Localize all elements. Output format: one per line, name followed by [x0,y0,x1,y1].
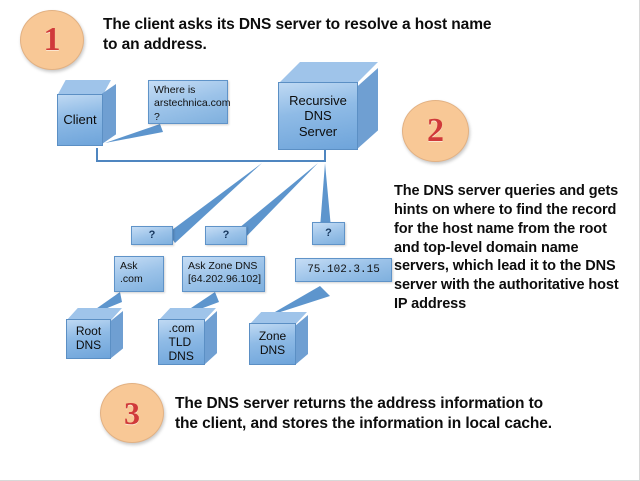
question-1-text: ? [148,229,156,242]
client-cube-side [102,84,116,144]
connector-client-to-recursive [96,148,326,162]
answer-zone-text: 75.102.3.15 [307,263,380,276]
recursive-dns-cube-side [356,68,378,150]
recursive-dns-cube: Recursive DNS Server [278,62,384,150]
question-bubble-2: ? [205,226,247,245]
tld-dns-label: .com TLD DNS [168,321,195,363]
step-2-circle: 2 [402,100,469,162]
step-3-circle: 3 [100,383,164,443]
tail-question-1 [168,163,262,243]
step-1-text: The client asks its DNS server to resolv… [103,16,492,54]
answer-bubble-root: Ask .com [114,256,164,292]
root-dns-cube: Root DNS [66,308,126,360]
tld-dns-cube-top [158,308,216,321]
root-dns-cube-top [66,308,122,321]
step-1-circle: 1 [20,10,84,70]
question-2-text: ? [222,229,230,242]
step-1-number: 1 [43,21,61,58]
zone-dns-cube-top [249,312,307,325]
client-cube-top [57,80,111,96]
answer-root-text: Ask .com [120,260,143,286]
step-3-text: The DNS server returns the address infor… [175,395,553,433]
tail-question-3 [320,163,331,228]
zone-dns-cube-front: Zone DNS [249,323,296,365]
answer-bubble-zone: 75.102.3.15 [295,258,392,282]
client-query-bubble: Where is arstechnica.com ? [148,80,231,124]
recursive-dns-cube-front: Recursive DNS Server [278,82,358,150]
root-dns-label: Root DNS [75,324,102,352]
recursive-dns-cube-top [278,62,378,84]
zone-dns-cube-side [295,315,308,365]
root-dns-cube-side [110,311,123,359]
client-query-text: Where is arstechnica.com ? [154,84,231,123]
answer-bubble-tld: Ask Zone DNS [64.202.96.102] [182,256,265,292]
client-label: Client [63,112,97,128]
step-2-number: 2 [427,112,444,149]
tld-dns-cube: .com TLD DNS [158,308,220,366]
tail-question-2 [233,163,318,243]
step-2-text: The DNS server queries and gets hints on… [394,183,619,313]
client-cube-front: Client [57,94,103,146]
tld-dns-cube-side [204,311,217,365]
step-3-number: 3 [124,395,140,431]
zone-dns-label: Zone DNS [258,329,287,357]
question-bubble-1: ? [131,226,173,245]
answer-tld-text: Ask Zone DNS [64.202.96.102] [188,260,261,286]
tld-dns-cube-front: .com TLD DNS [158,319,205,365]
question-bubble-3: ? [312,222,345,245]
question-3-text: ? [325,227,332,240]
zone-dns-cube: Zone DNS [249,312,311,366]
client-cube: Client [57,80,129,148]
tail-client-query [105,124,163,143]
recursive-dns-label: Recursive DNS Server [289,93,347,139]
root-dns-cube-front: Root DNS [66,319,111,359]
tail-answer-zone [268,286,330,316]
